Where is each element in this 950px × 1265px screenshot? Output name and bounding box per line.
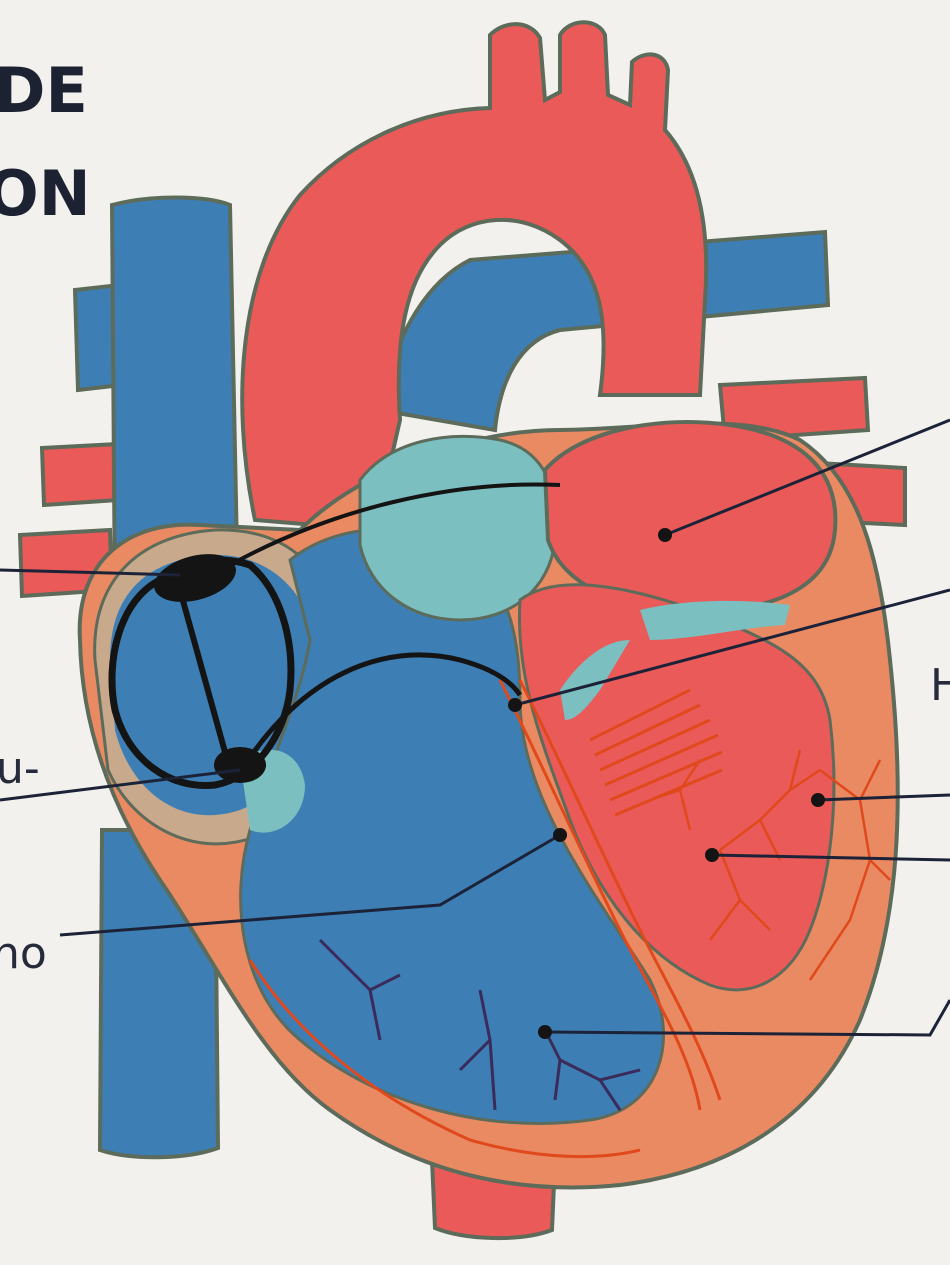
title-fragment-line-1: DE	[0, 54, 88, 127]
title-fragment-line-2: ON	[0, 157, 91, 230]
leader-dot	[538, 1025, 552, 1039]
pulmonary-valve-area	[360, 436, 556, 620]
leader-dot	[705, 848, 719, 862]
leader-dot	[811, 793, 825, 807]
label-fragment-left-middle: u-	[0, 743, 40, 794]
av-node	[214, 747, 266, 783]
leader-dot	[553, 828, 567, 842]
leader-dot	[658, 528, 672, 542]
left-atrium	[545, 422, 835, 612]
leader-dot	[508, 698, 522, 712]
label-fragment-right-middle: H	[930, 660, 950, 711]
label-fragment-left-lower: ho	[0, 928, 47, 979]
